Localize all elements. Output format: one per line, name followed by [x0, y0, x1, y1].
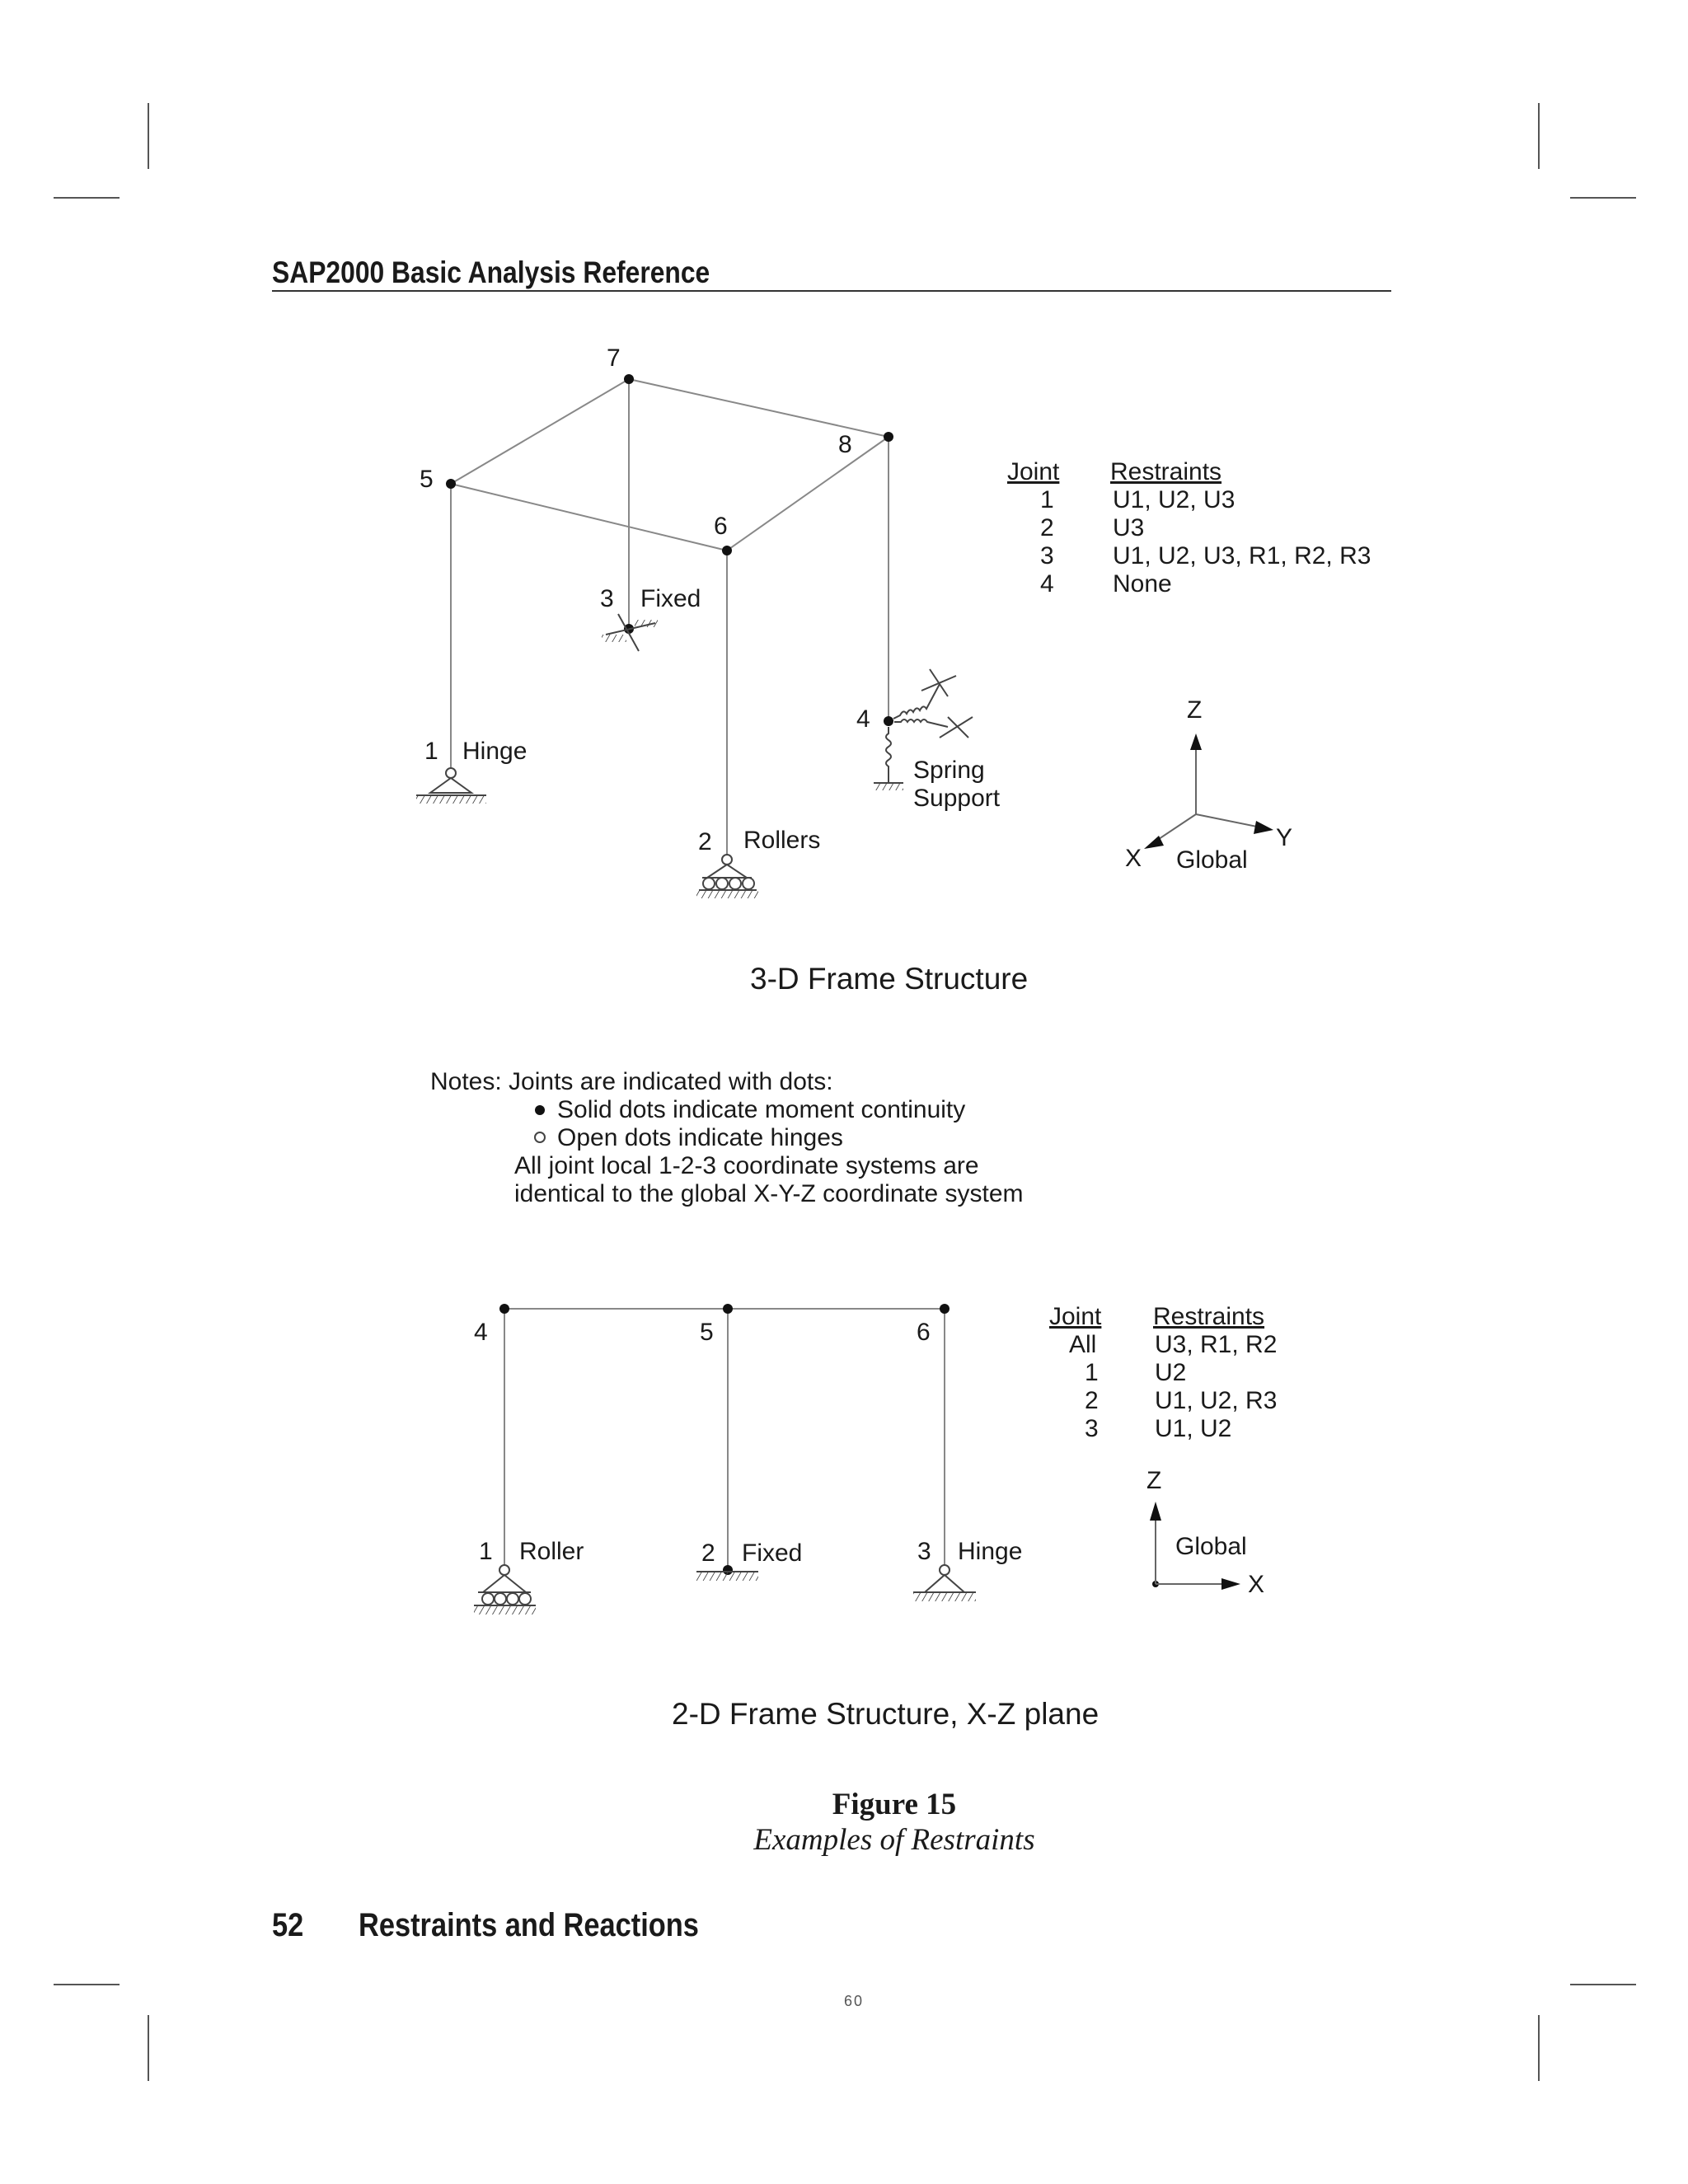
rollers-support-3d	[696, 854, 758, 898]
joint2d-label-2: 2	[701, 1540, 715, 1567]
frame2d-joints	[499, 1304, 950, 1575]
joint2d-label-6: 6	[917, 1319, 931, 1346]
joint-label-1: 1	[424, 738, 438, 765]
rollers-label-3d: Rollers	[743, 827, 821, 854]
hinge-label-2d: Hinge	[958, 1538, 1023, 1565]
table3d-restraints: U1, U2, U3, R1, R2, R3	[1113, 542, 1372, 569]
table2d-restraints: U1, U2	[1155, 1415, 1232, 1442]
axis3d-z-label: Z	[1187, 696, 1203, 724]
table3d-joint: 4	[1040, 570, 1054, 598]
table3d-header-joint: Joint	[1007, 458, 1060, 485]
joint-label-5: 5	[420, 466, 434, 493]
table2d-restraints: U2	[1155, 1359, 1187, 1386]
frame3d-caption: 3-D Frame Structure	[750, 962, 1029, 996]
axis2d-z-label: Z	[1146, 1467, 1162, 1494]
scan-page-number: 60	[844, 1993, 865, 2009]
joint2d-label-4: 4	[474, 1319, 488, 1346]
axis3d-x-label: X	[1125, 845, 1142, 872]
table3d-joint: 2	[1040, 514, 1054, 541]
spring-label-line2: Support	[913, 785, 1001, 812]
table2d-restraints: U1, U2, R3	[1155, 1387, 1278, 1414]
footer-section: Restraints and Reactions	[359, 1907, 699, 1943]
axis3d-global-label: Global	[1176, 846, 1248, 874]
table2d-joint: 1	[1085, 1359, 1099, 1386]
solid-dot-bullet	[535, 1105, 545, 1115]
fixed-label-2d: Fixed	[742, 1540, 803, 1567]
axes3d	[1144, 733, 1273, 849]
table2d-header-restraints: Restraints	[1153, 1303, 1265, 1330]
notes-line4: All joint local 1-2-3 coordinate systems…	[514, 1152, 979, 1179]
joint-label-2: 2	[698, 828, 712, 855]
table3d-restraints: U1, U2, U3	[1113, 486, 1236, 513]
table3d-header-restraints: Restraints	[1110, 458, 1222, 485]
fixed-support-3d	[602, 613, 658, 652]
table3d-restraints: U3	[1113, 514, 1145, 541]
frame3d-members	[450, 378, 889, 860]
table3d-joint: 3	[1040, 542, 1054, 569]
joint-label-6: 6	[714, 513, 728, 540]
fixed-support-2d	[696, 1571, 758, 1581]
frame3d-joints	[446, 374, 893, 726]
notes-line1: Notes: Joints are indicated with dots:	[430, 1068, 833, 1095]
hinge-label-3d: Hinge	[462, 738, 528, 765]
roller-label-2d: Roller	[519, 1538, 584, 1565]
table3d-joint: 1	[1040, 486, 1054, 513]
axes2d	[1150, 1502, 1240, 1590]
frame2d-caption: 2-D Frame Structure, X-Z plane	[672, 1697, 1100, 1731]
running-header: SAP2000 Basic Analysis Reference	[272, 255, 710, 289]
joint2d-label-3: 3	[917, 1538, 931, 1565]
spring-label-line1: Spring	[913, 757, 985, 784]
crop-marks	[54, 103, 1636, 2081]
axis2d-global-label: Global	[1175, 1533, 1247, 1560]
joint-label-7: 7	[607, 344, 621, 372]
figure-title: Examples of Restraints	[753, 1823, 1035, 1857]
notes-line5: identical to the global X-Y-Z coordinate…	[514, 1180, 1024, 1207]
table2d-joint: All	[1069, 1331, 1097, 1358]
hinge-support-3d	[416, 767, 486, 804]
joint-label-8: 8	[838, 431, 852, 458]
roller-support-2d	[474, 1564, 536, 1615]
table2d-restraints: U3, R1, R2	[1155, 1331, 1278, 1358]
table2d-joint: 2	[1085, 1387, 1099, 1414]
hinge-support-2d	[913, 1564, 976, 1601]
notes-bullet2: Open dots indicate hinges	[557, 1124, 843, 1151]
axis2d-x-label: X	[1248, 1571, 1265, 1598]
axis3d-y-label: Y	[1276, 824, 1293, 851]
spring-support-3d	[874, 668, 973, 790]
open-dot-bullet	[534, 1132, 546, 1143]
fixed-label-3d: Fixed	[640, 585, 701, 612]
notes-bullet1: Solid dots indicate moment continuity	[557, 1096, 966, 1123]
frame2d-members	[504, 1308, 945, 1570]
table2d-joint: 3	[1085, 1415, 1099, 1442]
table3d-restraints: None	[1113, 570, 1172, 598]
figure-number: Figure 15	[832, 1788, 957, 1821]
page-number: 52	[272, 1907, 304, 1943]
joint2d-label-1: 1	[479, 1538, 493, 1565]
table2d-header-joint: Joint	[1049, 1303, 1102, 1330]
joint-label-3: 3	[600, 585, 614, 612]
joint-label-4: 4	[856, 705, 870, 733]
joint2d-label-5: 5	[700, 1319, 714, 1346]
